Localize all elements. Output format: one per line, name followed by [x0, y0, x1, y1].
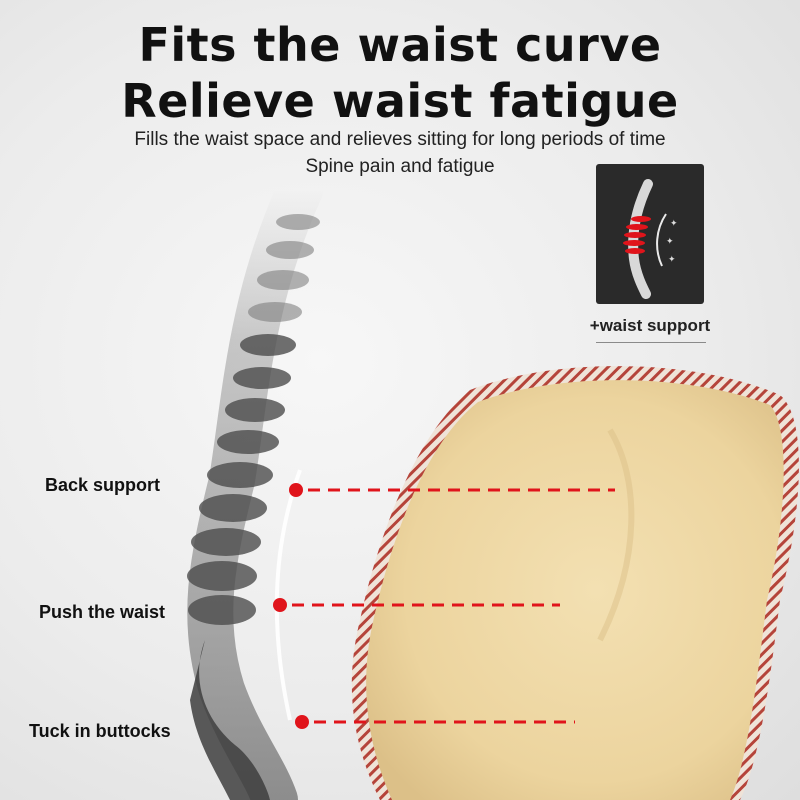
callout-label-tuck-buttocks: Tuck in buttocks: [29, 721, 171, 741]
svg-text:✦: ✦: [668, 255, 676, 265]
lumbar-cushion-image: [351, 366, 799, 800]
waist-support-badge: ✦ ✦ ✦: [596, 164, 704, 304]
subtitle-line-2: Spine pain and fatigue: [305, 156, 495, 177]
svg-text:✦: ✦: [670, 219, 678, 229]
curve-arc: [274, 469, 302, 721]
callout-label-back-support: Back support: [45, 475, 161, 495]
spine-support-icon: ✦ ✦ ✦: [623, 179, 678, 299]
callout-label-push-waist: Push the waist: [39, 602, 166, 622]
subtitle-line-1: Fills the waist space and relieves sitti…: [134, 129, 666, 150]
callout-back-support-marker: [289, 483, 615, 497]
badge-underline: [596, 342, 706, 343]
badge-label: +waist support: [589, 316, 711, 335]
svg-text:✦: ✦: [666, 237, 674, 247]
headline-line-1: Fits the waist curve: [138, 18, 662, 72]
callout-push-waist-marker: [273, 598, 560, 612]
callout-tuck-buttocks-marker: [295, 715, 575, 729]
headline-line-2: Relieve waist fatigue: [121, 74, 679, 128]
spine-illustration: [187, 167, 323, 800]
